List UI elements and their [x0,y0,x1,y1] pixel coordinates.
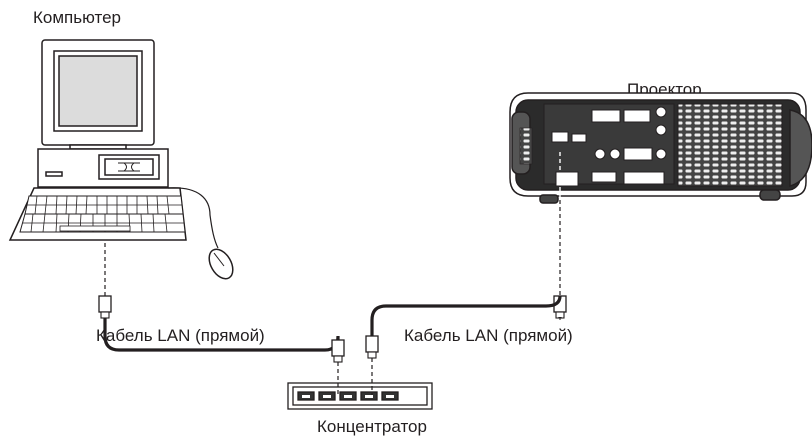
cable-left-label: Кабель LAN (прямой) [96,326,265,345]
lan-cable-right-route [365,295,562,395]
keyboard-icon [8,187,187,241]
system-unit-icon [37,148,169,188]
lan-cable-left [98,243,345,395]
monitor-icon [41,39,155,150]
computer-illustration [8,39,234,280]
cable-right-label: Кабель LAN (прямой) [404,326,573,345]
computer-label: Компьютер [33,8,121,27]
terminal-panel [543,103,675,187]
hub-label: Концентратор [317,417,427,436]
lan-cable-right [553,152,567,320]
projector-illustration [509,92,812,204]
mouse-icon [167,187,234,280]
hub-illustration [287,382,433,410]
